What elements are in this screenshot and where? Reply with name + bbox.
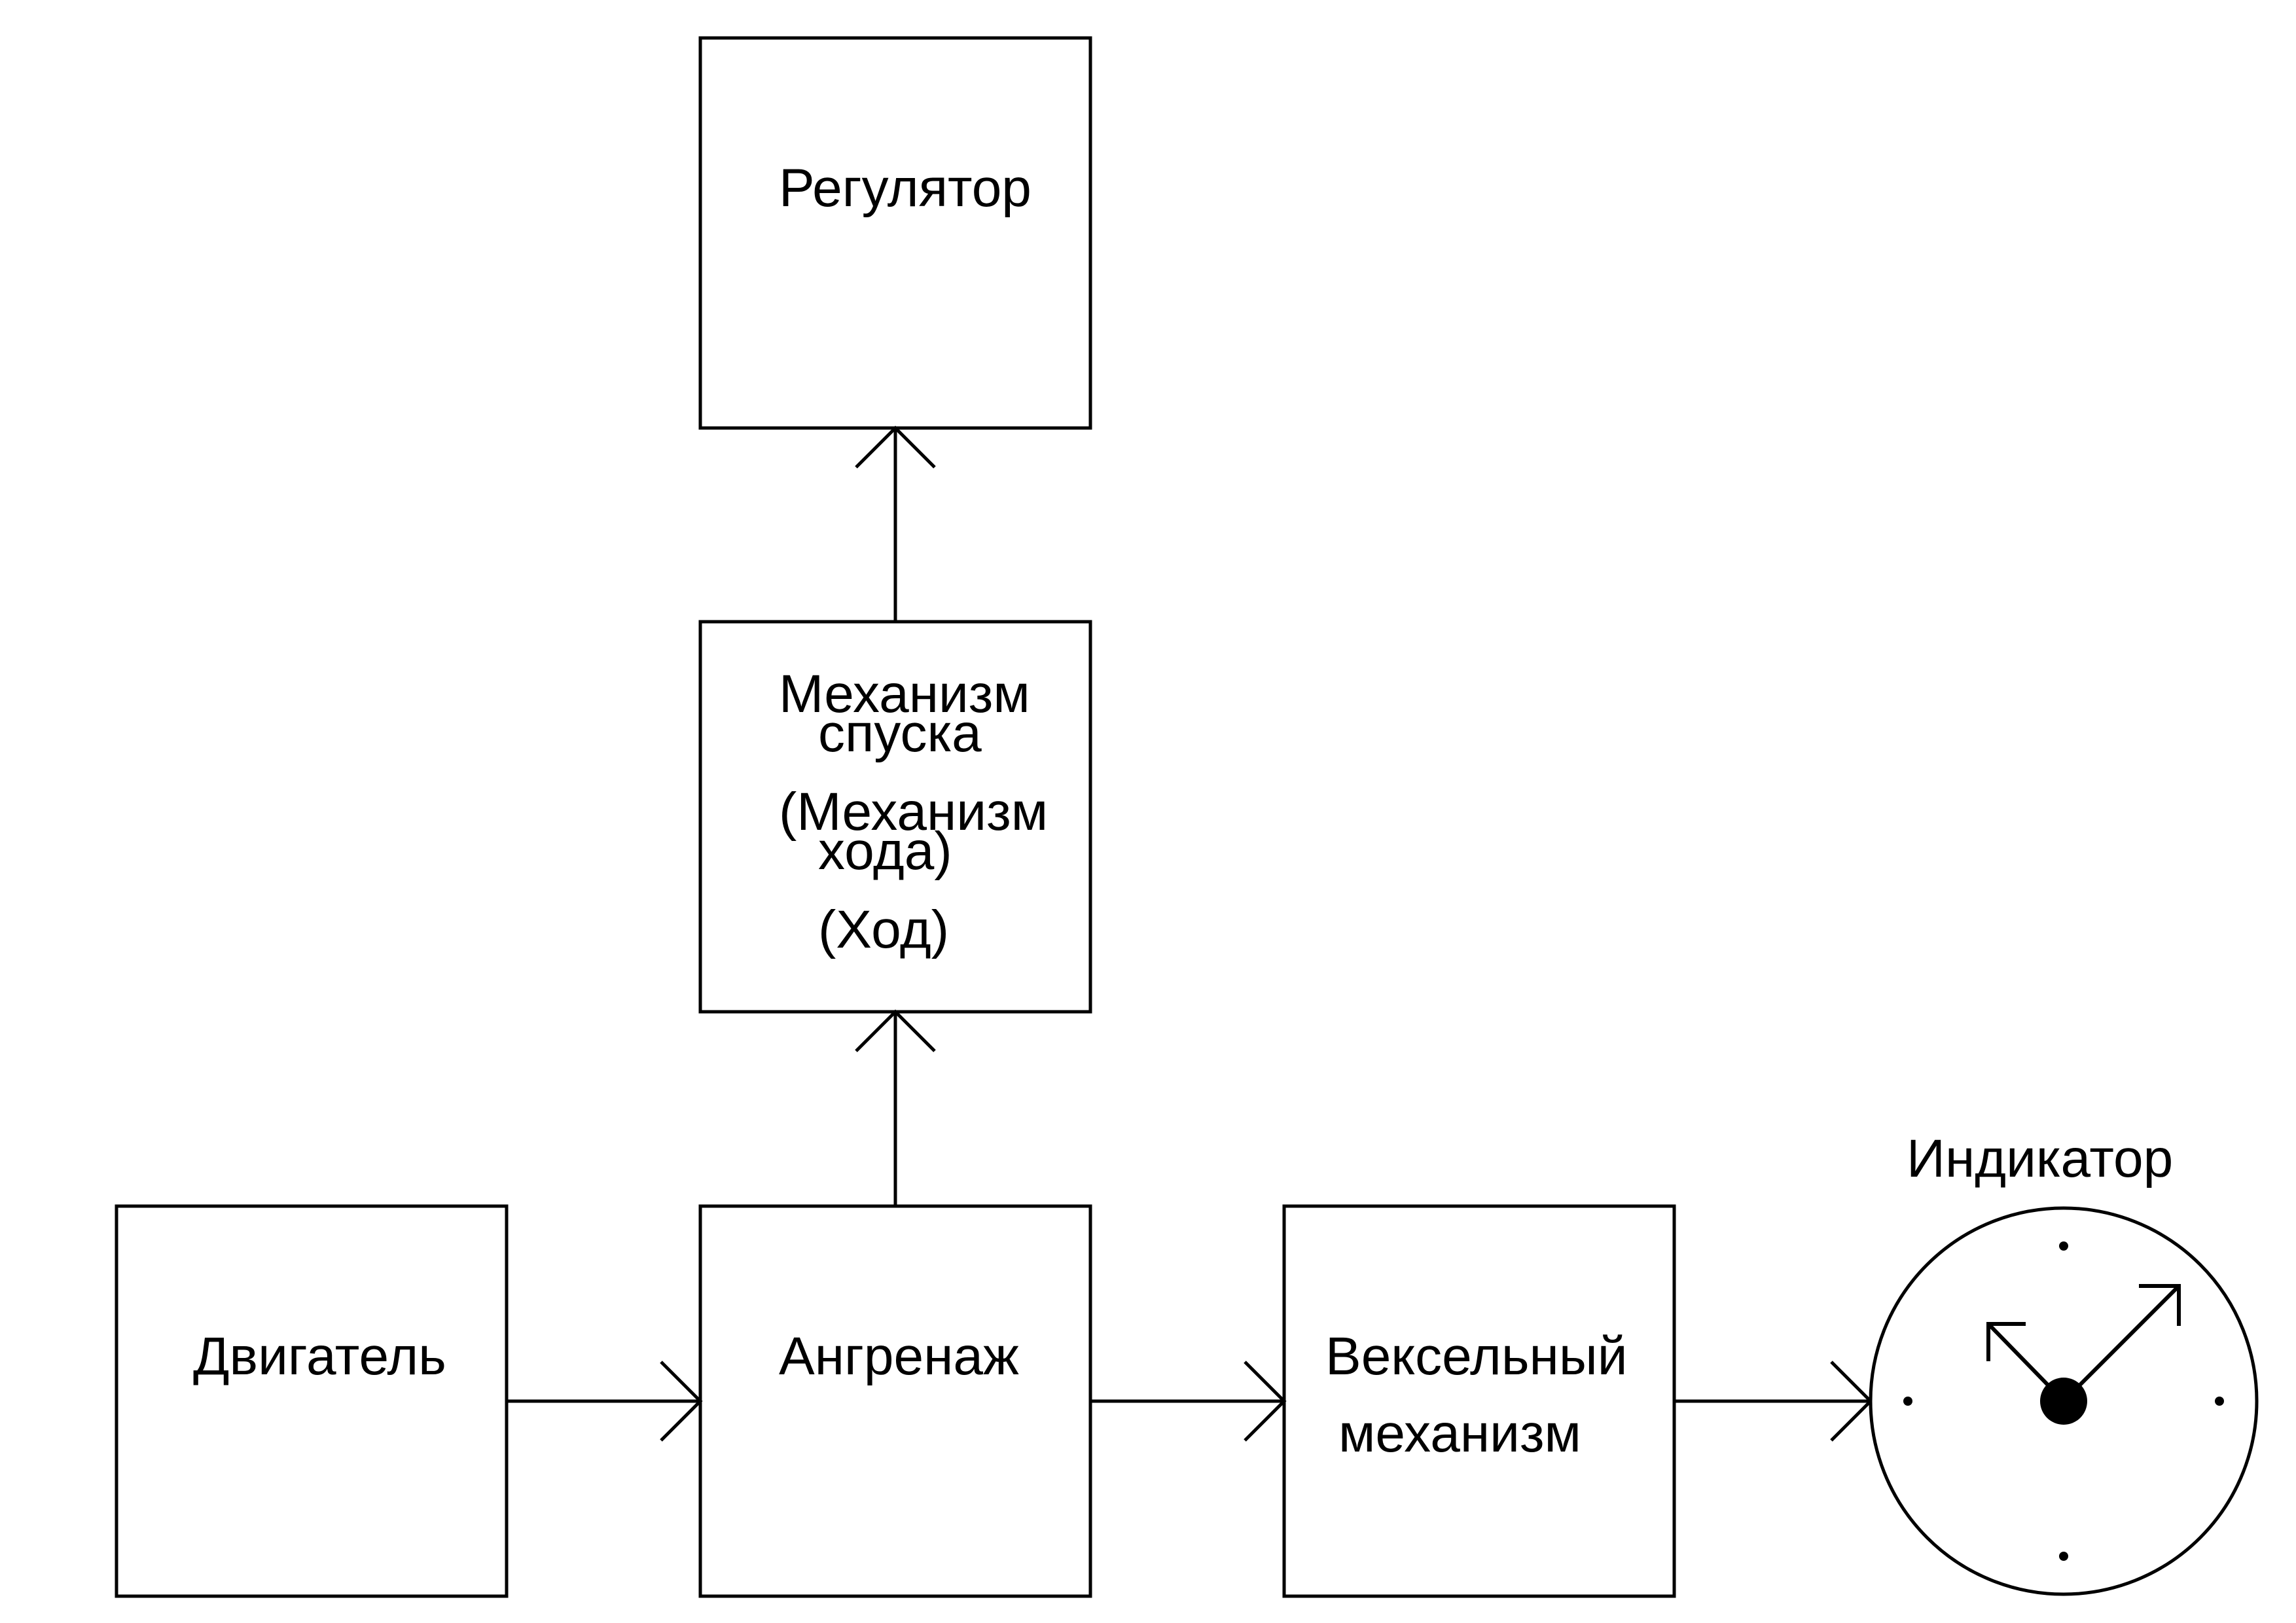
arrow-gear-train-to-motion-works: [1090, 1361, 1287, 1442]
gear-train-block: Ангренаж: [698, 1204, 1092, 1598]
gear-train-label: Ангренаж: [779, 1327, 1019, 1386]
dial-tick-9: [1903, 1397, 1912, 1406]
dial-tick-3: [2215, 1397, 2224, 1406]
escapement-label-line-2: спуска: [818, 704, 982, 763]
regulator-label: Регулятор: [779, 158, 1031, 218]
motion-works-block: Вексельный механизм: [1282, 1204, 1676, 1598]
motion-works-label-line-2: механизм: [1338, 1404, 1581, 1463]
motion-works-box: [1282, 1204, 1676, 1598]
arrow-gear-train-to-escapement: [855, 1009, 936, 1206]
escapement-label-line-1: Механизм: [779, 664, 1030, 724]
escapement-label-line-4: хода): [818, 821, 952, 881]
escapement-label-line-3: (Механизм: [779, 782, 1048, 842]
escapement-block: Механизм спуска (Механизм хода) (Ход): [698, 620, 1092, 1014]
minute-hand-icon: [2062, 1284, 2181, 1403]
indicator-label: Индикатор: [1907, 1129, 2173, 1188]
arrow-escapement-to-regulator: [855, 425, 936, 622]
regulator-box: [698, 36, 1092, 430]
dial-center-hub: [2040, 1378, 2087, 1425]
motor-label: Двигатель: [193, 1327, 446, 1386]
dial-tick-6: [2059, 1552, 2068, 1561]
motor-box: [115, 1204, 509, 1598]
indicator-block: Индикатор: [1869, 1129, 2259, 1596]
gear-train-box: [698, 1204, 1092, 1598]
motion-works-label-line-1: Вексельный: [1325, 1327, 1628, 1386]
escapement-label-line-5: (Ход): [818, 900, 949, 959]
motor-block: Двигатель: [115, 1204, 509, 1598]
arrow-motor-to-gear-train: [507, 1361, 703, 1442]
arrow-motion-works-to-indicator: [1674, 1361, 1873, 1442]
regulator-block: Регулятор: [698, 36, 1092, 430]
dial-tick-12: [2059, 1241, 2068, 1251]
escapement-box: [698, 620, 1092, 1014]
